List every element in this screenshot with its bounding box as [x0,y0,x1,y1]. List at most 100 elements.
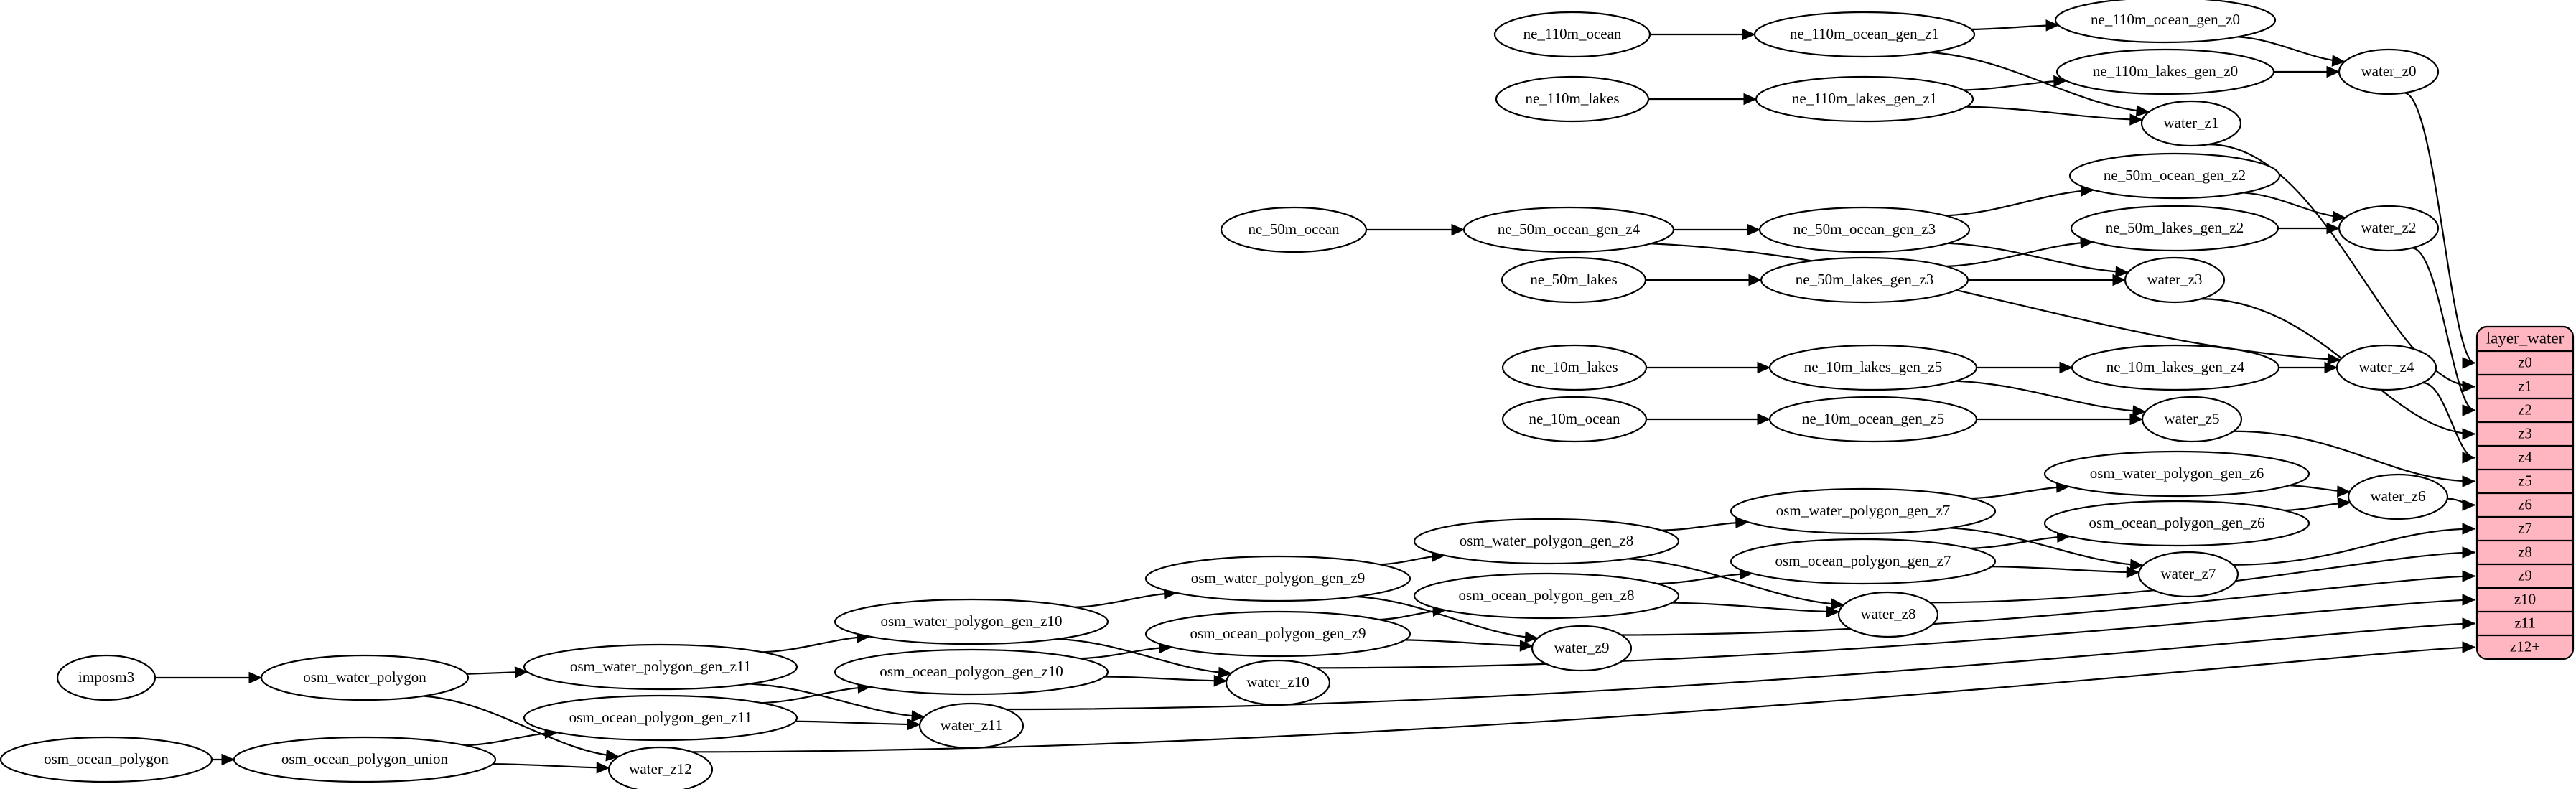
edge-water_z4-to-layer_water_z4 [2422,382,2476,464]
edge-ne_10m_ocean-to-ne_10m_ocean_gen_z5 [1646,413,1771,426]
edge-osm_water_polygon_gen_z7-to-water_z7 [1949,527,2144,571]
node-shape [1144,610,1411,658]
node-osm_ocean_polygon_gen_z8[interactable]: osm_ocean_polygon_gen_z8 [1413,572,1680,620]
node-osm_water_polygon_gen_z7[interactable]: osm_water_polygon_gen_z7 [1730,487,1997,535]
table-row-z10[interactable]: z10 [2514,590,2536,607]
node-ne_10m_lakes_gen_z4[interactable]: ne_10m_lakes_gen_z4 [2071,344,2280,391]
node-imposm3[interactable]: imposm3 [56,654,157,701]
node-ne_50m_ocean_gen_z2[interactable]: ne_50m_ocean_gen_z2 [2068,152,2281,200]
node-ne_110m_lakes_gen_z1[interactable]: ne_110m_lakes_gen_z1 [1755,75,1974,123]
node-ne_50m_lakes_gen_z3[interactable]: ne_50m_lakes_gen_z3 [1760,256,1969,304]
edge-line [749,683,925,718]
layer-water-table-header: layer_water [2486,329,2565,347]
layer-water-table: layer_water z0 z1 z2 z3 z4 z5 z6 z7 z8 z9 z10 z11 z12… [2475,325,2575,660]
node-water_z5[interactable]: water_z5 [2141,396,2243,443]
table-row-z4[interactable]: z4 [2518,448,2532,465]
edge-osm_ocean_polygon_union-to-water_z12 [493,762,610,774]
node-water_z8[interactable]: water_z8 [1837,591,1939,638]
table-row-z12plus[interactable]: z12+ [2510,638,2540,655]
node-water_z9[interactable]: water_z9 [1531,625,1633,672]
table-row-z3[interactable]: z3 [2518,424,2532,442]
node-osm_water_polygon_gen_z8[interactable]: osm_water_polygon_gen_z8 [1413,518,1680,565]
node-shape [1768,396,1978,443]
node-ne_110m_ocean[interactable]: ne_110m_ocean [1493,11,1651,58]
node-label: osm_water_polygon_gen_z11 [570,658,751,675]
node-osm_ocean_polygon_gen_z10[interactable]: osm_ocean_polygon_gen_z10 [834,648,1109,696]
node-osm_ocean_polygon_gen_z7[interactable]: osm_ocean_polygon_gen_z7 [1730,538,1997,585]
edge-ne_110m_ocean_gen_z1-to-ne_110m_ocean_gen_z0 [1971,19,2060,32]
node-ne_50m_lakes_gen_z2[interactable]: ne_50m_lakes_gen_z2 [2070,205,2279,252]
table-row-z9[interactable]: z9 [2518,566,2532,584]
node-shape [1144,555,1411,602]
node-ne_10m_ocean_gen_z5[interactable]: ne_10m_ocean_gen_z5 [1768,396,1978,443]
edge-arrowhead [2337,485,2351,498]
edge-ne_50m_lakes_gen_z3-to-water_z3 [1968,274,2127,286]
node-shape [523,643,798,691]
node-osm_ocean_polygon_union[interactable]: osm_ocean_polygon_union [233,736,497,783]
node-label: ne_50m_ocean_gen_z3 [1793,220,1936,238]
node-ne_110m_lakes[interactable]: ne_110m_lakes [1495,75,1650,123]
node-water_z0[interactable]: water_z0 [2338,48,2440,95]
table-row-z11[interactable]: z11 [2514,614,2536,631]
table-row-z5[interactable]: z5 [2518,472,2532,489]
edge-line [1948,242,2129,274]
node-osm_water_polygon_gen_z11[interactable]: osm_water_polygon_gen_z11 [523,643,798,691]
node-water_z11[interactable]: water_z11 [918,702,1025,750]
node-label: ne_110m_ocean_gen_z1 [1790,25,1939,42]
edge-line [691,646,2475,753]
node-ne_50m_ocean_gen_z3[interactable]: ne_50m_ocean_gen_z3 [1758,206,1971,253]
table-row-z1[interactable]: z1 [2518,377,2532,394]
edge-arrowhead [2327,353,2341,365]
edge-arrowhead [2462,570,2476,582]
edge-osm_ocean_polygon_gen_z6-to-water_z6 [2284,497,2351,512]
edge-water_z8-to-layer_water_z8 [1930,546,2476,604]
node-water_z1[interactable]: water_z1 [2140,100,2242,147]
node-ne_110m_ocean_gen_z0[interactable]: ne_110m_ocean_gen_z0 [2054,0,2277,44]
node-water_z6[interactable]: water_z6 [2347,473,2449,520]
table-row-z7[interactable]: z7 [2518,519,2532,536]
table-row-z2[interactable]: z2 [2518,401,2532,418]
node-water_z2[interactable]: water_z2 [2338,205,2440,252]
node-ne_50m_lakes[interactable]: ne_50m_lakes [1501,256,1647,304]
table-row-z0[interactable]: z0 [2518,353,2532,370]
node-label: imposm3 [78,668,134,686]
node-ne_110m_ocean_gen_z1[interactable]: ne_110m_ocean_gen_z1 [1753,11,1976,58]
node-shape [1501,256,1647,304]
node-water_z4[interactable]: water_z4 [2335,344,2437,391]
edge-ne_110m_lakes_gen_z1-to-ne_110m_lakes_gen_z0 [1964,75,2068,91]
node-osm_ocean_polygon_gen_z9[interactable]: osm_ocean_polygon_gen_z9 [1144,610,1411,658]
node-osm_ocean_polygon[interactable]: osm_ocean_polygon [0,736,213,783]
node-ne_10m_ocean[interactable]: ne_10m_ocean [1501,396,1648,443]
node-shape [1531,625,1633,672]
edge-arrowhead [2462,381,2476,393]
edge-arrowhead [2337,497,2351,509]
node-osm_ocean_polygon_gen_z11[interactable]: osm_ocean_polygon_gen_z11 [523,694,798,742]
node-osm_ocean_polygon_gen_z6[interactable]: osm_ocean_polygon_gen_z6 [2043,500,2310,547]
node-water_z7[interactable]: water_z7 [2137,551,2239,598]
table-row-z6[interactable]: z6 [2518,495,2532,513]
edge-osm_water_polygon_gen_z9-to-water_z9 [1355,595,1539,643]
node-label: ne_110m_lakes_gen_z1 [1792,90,1937,107]
node-water_z12[interactable]: water_z12 [607,746,714,789]
node-osm_water_polygon_gen_z9[interactable]: osm_water_polygon_gen_z9 [1144,555,1411,602]
node-water_z3[interactable]: water_z3 [2124,256,2226,304]
edge-line [1355,595,1538,640]
node-ne_50m_ocean[interactable]: ne_50m_ocean [1220,206,1368,253]
node-ne_110m_lakes_gen_z0[interactable]: ne_110m_lakes_gen_z0 [2055,48,2275,95]
node-osm_water_polygon_gen_z10[interactable]: osm_water_polygon_gen_z10 [834,598,1109,645]
edge-arrowhead [907,718,921,731]
edge-arrowhead [2126,566,2140,579]
table-row-z8[interactable]: z8 [2518,543,2532,560]
node-ne_10m_lakes[interactable]: ne_10m_lakes [1501,344,1648,391]
node-ne_50m_ocean_gen_z4[interactable]: ne_50m_ocean_gen_z4 [1462,206,1675,253]
node-osm_water_polygon[interactable]: osm_water_polygon [260,654,470,701]
node-osm_water_polygon_gen_z6[interactable]: osm_water_polygon_gen_z6 [2043,450,2310,498]
node-shape [1760,256,1969,304]
node-water_z10[interactable]: water_z10 [1225,659,1331,706]
node-shape [1413,572,1680,620]
node-ne_10m_lakes_gen_z5[interactable]: ne_10m_lakes_gen_z5 [1768,344,1978,391]
node-label: water_z9 [1554,639,1610,656]
node-label: ne_110m_ocean_gen_z0 [2091,11,2240,28]
node-label: ne_110m_lakes_gen_z0 [2093,62,2238,80]
edge-line [2233,528,2475,566]
